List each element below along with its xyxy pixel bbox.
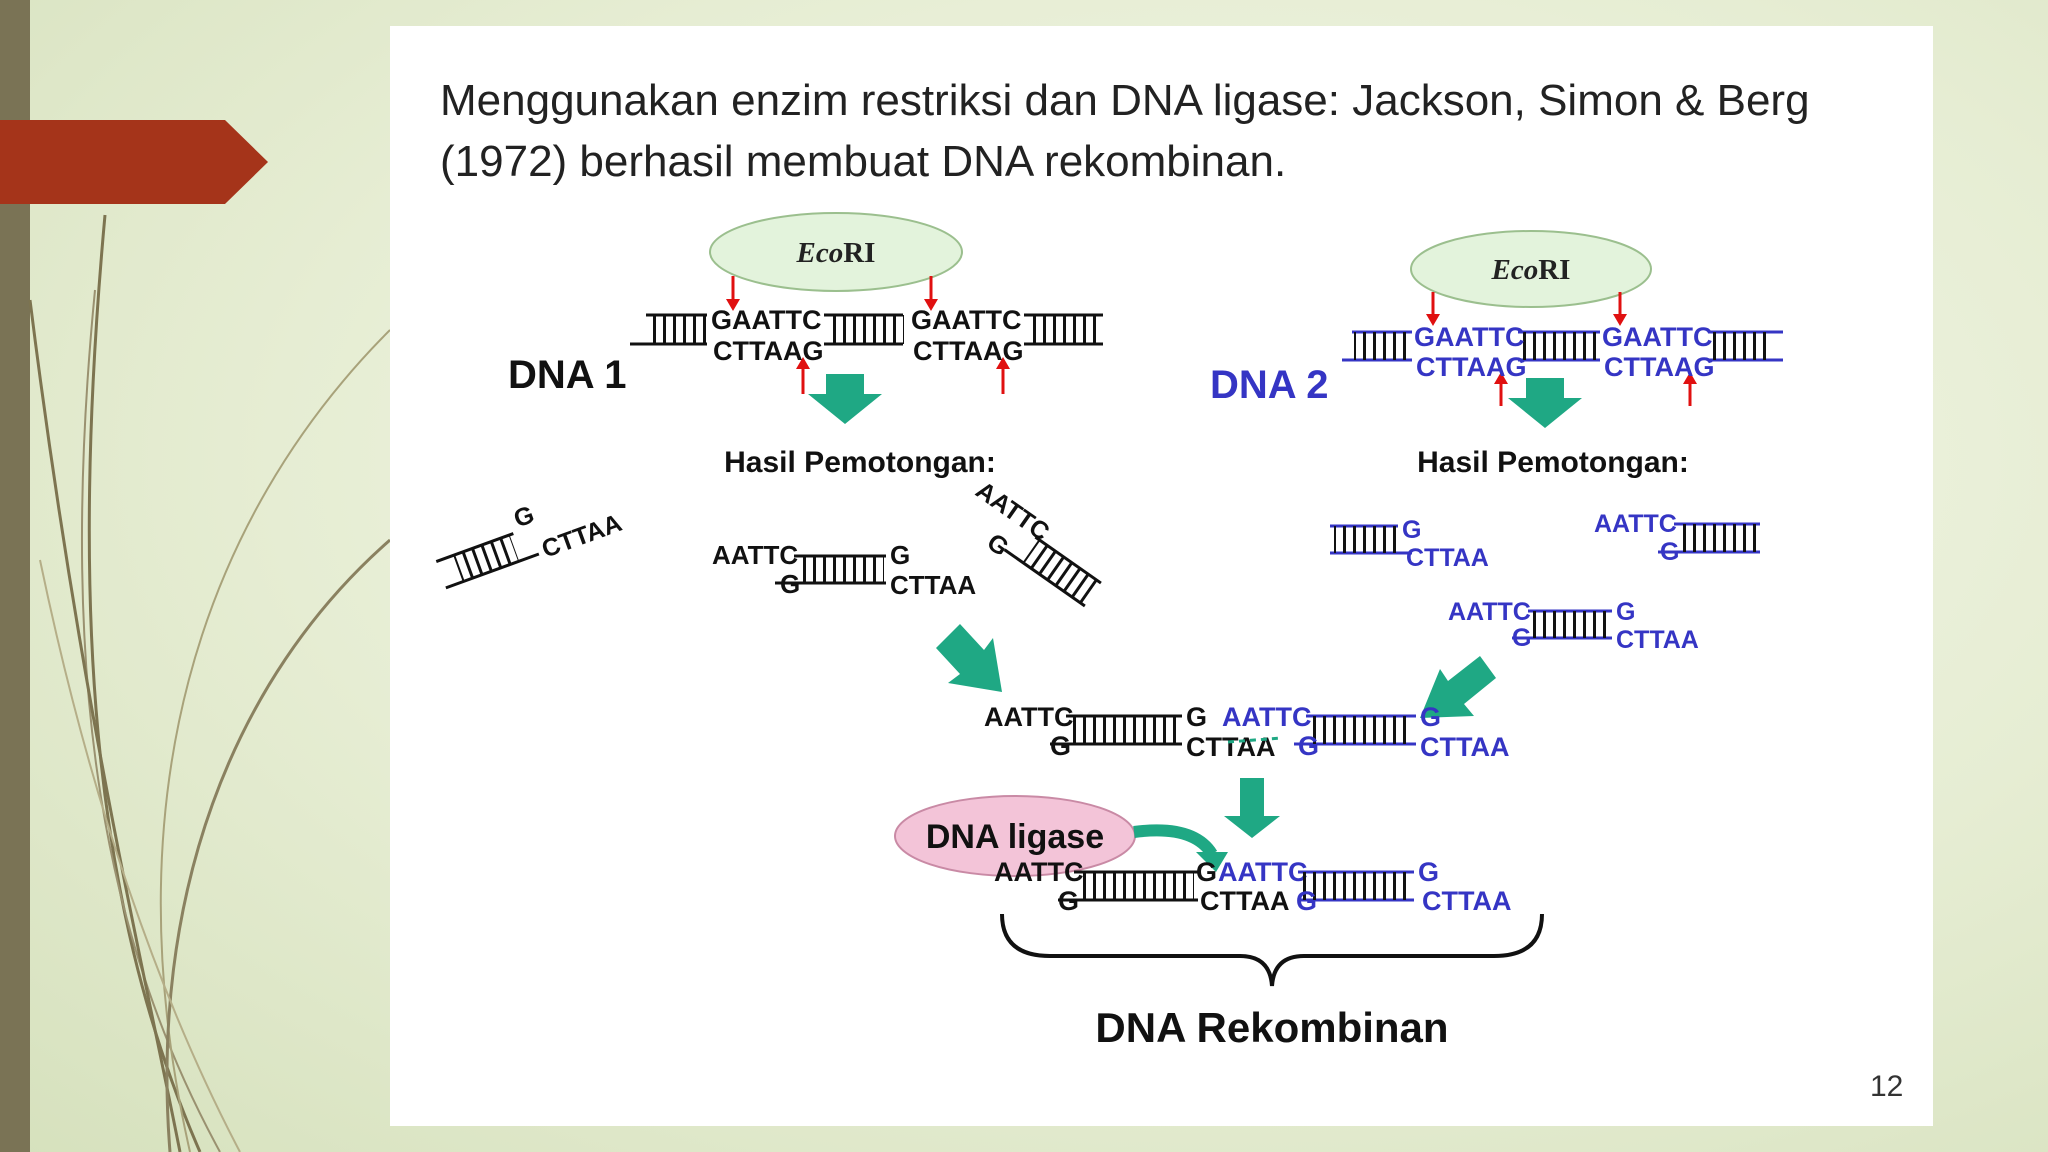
- svg-text:EcoRI: EcoRI: [796, 237, 876, 269]
- cut-arrows-left: [726, 276, 1010, 394]
- dna2-strand: GAATTC CTTAAG GAATTC CTTAAG: [1342, 322, 1783, 382]
- svg-text:DNA ligase: DNA ligase: [926, 818, 1104, 856]
- diagonal-arrow-left: [936, 624, 1002, 692]
- svg-text:G: G: [1050, 731, 1071, 761]
- svg-text:CTTAA: CTTAA: [1420, 732, 1509, 762]
- recombinant-dna-diagram: EcoRI DNA 1 GAATTC CTTAAG: [435, 212, 1783, 1051]
- svg-text:CTTAAG: CTTAAG: [713, 336, 823, 366]
- ligase-arrow-head: [1196, 852, 1228, 872]
- dna1-strand: GAATTC CTTAAG GAATTC CTTAAG: [630, 305, 1103, 366]
- down-arrow-right: [1508, 378, 1582, 428]
- svg-text:G: G: [982, 528, 1014, 562]
- svg-text:GAATTC: GAATTC: [711, 305, 821, 335]
- decorative-curves: [28, 214, 390, 1152]
- ligase-enzyme: DNA ligase: [894, 795, 1136, 877]
- svg-text:G: G: [510, 500, 538, 533]
- svg-text:G: G: [780, 569, 800, 599]
- dna2-label: DNA 2: [1210, 363, 1329, 407]
- svg-text:CTTAA: CTTAA: [538, 509, 625, 564]
- svg-text:AATTC: AATTC: [1594, 510, 1677, 538]
- svg-text:CTTAA: CTTAA: [890, 570, 976, 600]
- svg-text:G: G: [1196, 857, 1217, 887]
- svg-text:CTTAAG: CTTAAG: [1416, 352, 1526, 382]
- svg-text:CTTAA: CTTAA: [1406, 544, 1489, 572]
- svg-text:G: G: [1402, 516, 1421, 544]
- svg-text:AATTC: AATTC: [994, 857, 1083, 887]
- svg-text:EcoRI: EcoRI: [1491, 254, 1571, 286]
- product-brace: [1000, 913, 1544, 987]
- cut-arrows-right: [1426, 292, 1697, 406]
- annealed-intermediate: AATTC G G CTTAA AATTC G G CTTAA: [984, 702, 1509, 762]
- product-label: DNA Rekombinan: [1095, 1004, 1448, 1051]
- enzyme-ecori-right: EcoRI: [1410, 230, 1652, 308]
- svg-text:CTTAA: CTTAA: [1200, 886, 1289, 916]
- svg-text:AATTC: AATTC: [712, 540, 798, 570]
- svg-text:G: G: [1660, 538, 1679, 566]
- svg-text:G: G: [1296, 886, 1317, 916]
- ligase-arrow: [1133, 824, 1218, 858]
- dna1-label: DNA 1: [508, 353, 627, 397]
- slide-title: Menggunakan enzim restriksi dan DNA liga…: [440, 76, 1810, 186]
- svg-text:CTTAAG: CTTAAG: [913, 336, 1023, 366]
- title-marker-arrow: [0, 120, 268, 204]
- svg-text:CTTAA: CTTAA: [1422, 886, 1511, 916]
- fragment-left-2: AATTC G G CTTAA: [712, 540, 976, 600]
- svg-text:CTTAA: CTTAA: [1616, 626, 1699, 654]
- svg-text:G: G: [1418, 857, 1439, 887]
- svg-text:GAATTC: GAATTC: [1602, 322, 1712, 352]
- cut-result-label-right: Hasil Pemotongan:: [1417, 446, 1689, 479]
- recombinant-product: AATTC G G CTTAA AATTC G G CTTAA: [994, 857, 1511, 916]
- svg-text:GAATTC: GAATTC: [911, 305, 1021, 335]
- svg-text:G: G: [1058, 886, 1079, 916]
- fragment-right-3: AATTC G G CTTAA: [1448, 598, 1699, 654]
- slide-content-panel: Menggunakan enzim restriksi dan DNA liga…: [390, 26, 1933, 1126]
- enzyme-ecori-left: EcoRI: [709, 212, 963, 292]
- down-arrow-center: [1224, 778, 1280, 838]
- fragment-right-2: AATTC G: [1594, 510, 1760, 566]
- svg-text:AATTC: AATTC: [1448, 598, 1531, 626]
- fragment-right-1: G CTTAA: [1330, 516, 1489, 572]
- svg-text:AATTC: AATTC: [971, 476, 1055, 546]
- svg-text:CTTAA: CTTAA: [1186, 732, 1275, 762]
- svg-text:G: G: [1420, 702, 1441, 732]
- svg-text:G: G: [890, 540, 910, 570]
- svg-text:AATTC: AATTC: [1218, 857, 1307, 887]
- svg-text:CTTAAG: CTTAAG: [1604, 352, 1714, 382]
- fragment-left-1: G CTTAA: [435, 500, 626, 590]
- down-arrow-left: [808, 374, 882, 424]
- svg-text:G: G: [1186, 702, 1207, 732]
- svg-text:G: G: [1616, 598, 1635, 626]
- diagonal-arrow-right: [1420, 656, 1496, 718]
- svg-text:G: G: [1298, 731, 1319, 761]
- svg-text:GAATTC: GAATTC: [1414, 322, 1524, 352]
- svg-text:G: G: [1512, 624, 1531, 652]
- svg-text:AATTC: AATTC: [1222, 702, 1311, 732]
- svg-text:AATTC: AATTC: [984, 702, 1073, 732]
- cut-result-label-left: Hasil Pemotongan:: [724, 446, 996, 479]
- page-number: 12: [1870, 1070, 1904, 1103]
